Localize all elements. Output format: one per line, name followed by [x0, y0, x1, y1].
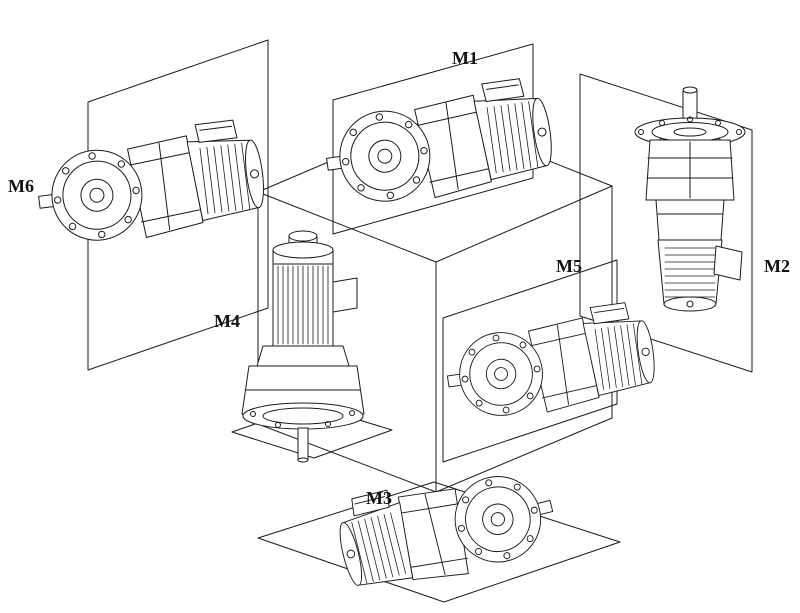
cooling-fins	[277, 265, 329, 345]
adapter	[655, 199, 725, 241]
fan-end-cap	[663, 296, 717, 312]
motor-body	[657, 239, 723, 305]
gearmotor-m1	[318, 75, 558, 213]
gearmotor-m4	[241, 230, 365, 463]
mounting-plane-m5	[442, 259, 618, 463]
mounting-plane-m6	[87, 39, 269, 371]
label-m4: M4	[214, 311, 240, 331]
flange	[242, 402, 364, 430]
label-m1: M1	[452, 48, 478, 68]
gearmotor-m2	[634, 86, 746, 312]
gearmotor-m5	[440, 299, 660, 426]
adapter	[256, 345, 350, 367]
output-shaft	[297, 427, 309, 461]
terminal-box	[713, 245, 743, 281]
gearmotor-m3	[330, 451, 563, 603]
label-m5: M5	[556, 256, 582, 276]
gearmotor-m6	[31, 116, 270, 251]
cooling-fins	[664, 247, 716, 298]
mounting-plane-m1	[332, 43, 534, 235]
terminal-box	[332, 277, 358, 313]
label-m3: M3	[366, 488, 392, 508]
label-m2: M2	[764, 256, 790, 276]
label-m6: M6	[8, 176, 34, 196]
